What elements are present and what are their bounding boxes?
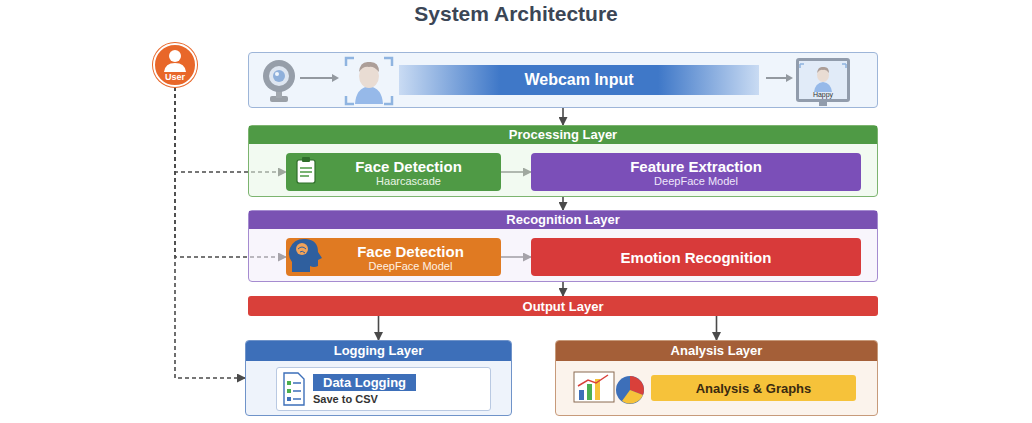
screen-label: Happy	[799, 91, 847, 98]
node-subtitle: Haarcascade	[376, 175, 441, 187]
flow-arrow	[562, 197, 564, 210]
node-subtitle: DeepFace Model	[369, 260, 453, 272]
output-bar: Output Layer	[248, 296, 878, 316]
node-title: Logging Layer	[246, 341, 511, 361]
flow-arrow	[562, 282, 564, 296]
process-box: Face DetectionDeepFace Model	[286, 238, 501, 276]
node-title: Analysis Layer	[556, 341, 877, 361]
flow-arrow	[562, 108, 564, 125]
node-title: Emotion Recognition	[621, 249, 772, 266]
data-box: Data LoggingSave to CSV	[276, 367, 491, 411]
brain-icon	[289, 239, 322, 272]
input-band: Webcam Input	[248, 52, 878, 108]
node-title: Data Logging	[313, 374, 416, 391]
dashed-connector	[175, 87, 245, 378]
flow-arrow	[716, 316, 718, 340]
user-icon	[164, 50, 186, 72]
document-icon	[284, 373, 304, 405]
node-title: Recognition Layer	[249, 211, 877, 229]
node-title: Face Detection	[357, 243, 464, 260]
node-title: Feature Extraction	[630, 158, 762, 175]
user-circle: User	[153, 43, 197, 87]
node-title: Analysis & Graphs	[696, 381, 812, 396]
flow-arrow	[378, 316, 380, 340]
node-title: Processing Layer	[249, 126, 877, 144]
diagram-title: System Architecture	[0, 2, 1032, 26]
layer-panel: Logging LayerData LoggingSave to CSV	[245, 340, 512, 416]
node-subtitle: Save to CSV	[313, 393, 378, 405]
node-title: Face Detection	[355, 158, 462, 175]
layer-panel: Analysis LayerAnalysis & Graphs	[555, 340, 878, 416]
chart-icon	[574, 372, 644, 404]
process-box: Face DetectionHaarcascade	[286, 153, 501, 191]
result-box: Analysis & Graphs	[651, 375, 856, 401]
process-box: Emotion Recognition	[531, 238, 861, 276]
node-title: Output Layer	[523, 299, 604, 314]
node-subtitle: DeepFace Model	[654, 175, 738, 187]
node-title: User	[165, 72, 185, 82]
clipboard-icon	[297, 157, 315, 183]
layer-panel: Recognition LayerFace DetectionDeepFace …	[248, 210, 878, 282]
node-title: Webcam Input	[399, 65, 759, 95]
layer-panel: Processing LayerFace DetectionHaarcascad…	[248, 125, 878, 197]
process-box: Feature ExtractionDeepFace Model	[531, 153, 861, 191]
